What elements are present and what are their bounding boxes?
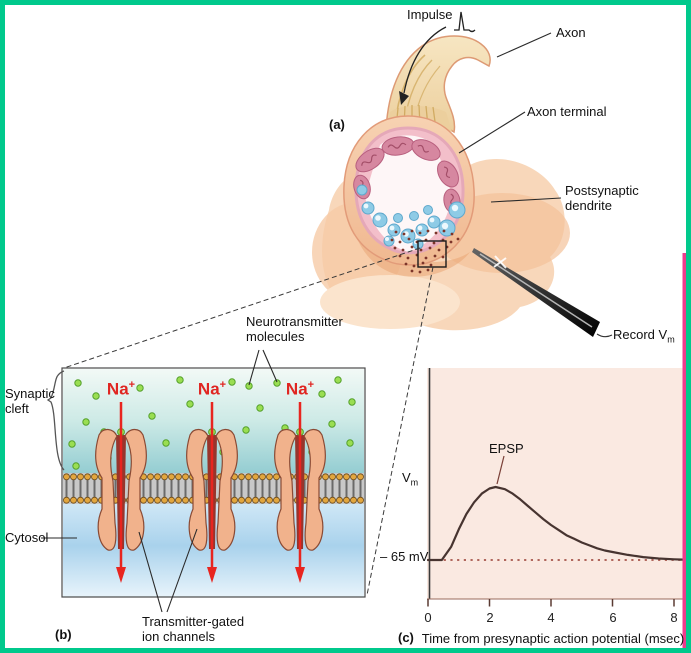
epsp-annotation: EPSP [489,441,524,456]
x-tick-0: 0 [424,610,432,625]
chart-plot-area [427,368,686,599]
na-label-1: Na+ [106,379,136,399]
na-label-2: Na+ [197,379,227,399]
ion-channels-label: Transmitter-gated ion channels [142,614,245,644]
epsp-curve [426,485,685,562]
transmitter-gated-channels [95,428,326,551]
x-tick-2: 2 [486,610,494,625]
x-axis-title: Time from presynaptic action potential (… [421,631,685,646]
slide-edge-accent [682,253,686,648]
impulse-direction-arrow [399,26,447,105]
postsynaptic-dendrite-label: Postsynaptic dendrite [565,183,639,213]
panel-b-art [41,349,366,613]
label-pointer-lines [458,32,562,203]
x-tick-6: 6 [609,610,617,625]
impulse-spike-trace [454,11,476,33]
neurotransmitter-label: Neurotransmitter molecules [246,314,343,344]
panel-b-pointer-lines [41,349,278,613]
cytosol-label: Cytosol [5,530,49,545]
vm-axis-label: Vm [402,470,419,488]
baseline-value-label: – 65 mV [380,549,429,564]
panel-c-chart [426,368,686,607]
x-tick-4: 4 [547,610,555,625]
panel-b-tag: (b) [55,627,72,642]
x-axis-ticks [427,599,675,607]
na-flow-arrows [116,402,305,583]
impulse-label: Impulse [407,7,453,22]
recording-electrode [472,248,613,338]
x-tick-8: 8 [670,610,678,625]
epsp-pointer-line [496,455,505,485]
synapse-illustration [41,11,686,648]
panel-b-border [61,367,366,598]
axon-terminal-label: Axon terminal [527,104,607,119]
synaptic-vesicles [356,184,466,250]
synaptic-cleft-brace [46,370,65,471]
zoom-connector-lines [63,247,434,596]
axon-terminal-art [343,115,475,274]
zoom-box [417,240,447,268]
synaptic-cleft-label: Synaptic cleft [5,386,55,416]
panel-c-tag: (c) [398,630,414,645]
panel-a-tag: (a) [329,117,345,132]
axon-label: Axon [556,25,586,40]
record-vm-label: Record Vm [613,327,675,345]
na-label-3: Na+ [285,379,315,399]
